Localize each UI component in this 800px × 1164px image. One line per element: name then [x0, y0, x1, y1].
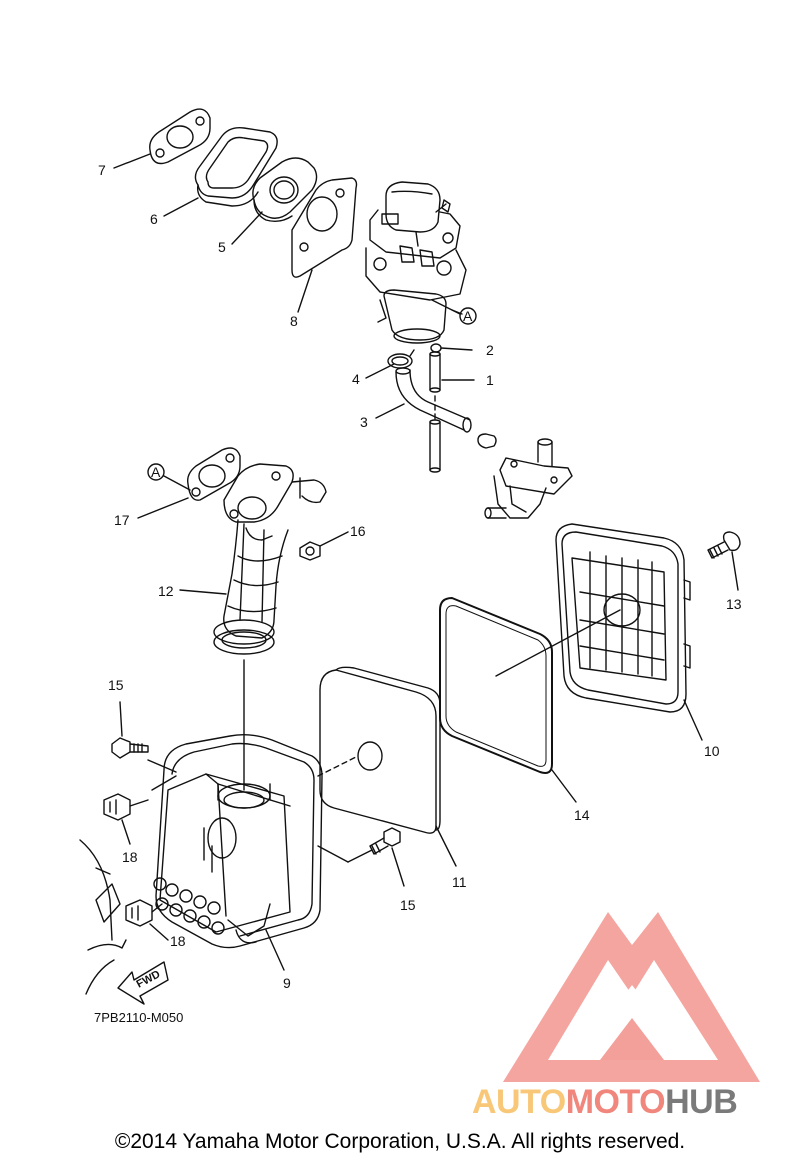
part-fuel-cock — [477, 433, 573, 519]
callout-3: 3 — [360, 414, 368, 430]
frame-fragment — [79, 839, 127, 995]
reference-mark-a-lower — [147, 463, 191, 491]
callout-18-lower: 18 — [170, 933, 186, 949]
fwd-arrow-icon — [117, 961, 169, 1005]
callout-labels: 1 2 3 4 5 6 7 8 9 10 11 12 13 14 15 15 1… — [98, 162, 742, 991]
callout-2: 2 — [486, 342, 494, 358]
callout-16: 16 — [350, 523, 366, 539]
reference-letter-a-upper: A — [463, 308, 473, 324]
part-5-gasket — [252, 157, 318, 223]
callout-6: 6 — [150, 211, 158, 227]
part-10-cover — [555, 523, 703, 741]
part-1-pipe — [429, 351, 475, 473]
reference-mark-a-upper — [431, 299, 477, 325]
part-7-gasket — [149, 108, 211, 165]
callout-10: 10 — [704, 743, 720, 759]
callout-15-upper: 15 — [108, 677, 124, 693]
callout-4: 4 — [352, 371, 360, 387]
part-13-bolt — [707, 531, 741, 591]
wordmark-auto: AUTO — [472, 1083, 566, 1121]
part-9-case — [147, 659, 323, 971]
callout-14: 14 — [574, 807, 590, 823]
reference-letter-a-lower: A — [151, 464, 161, 480]
part-12-air-joint — [213, 463, 327, 655]
watermark-triangle — [503, 912, 760, 1082]
part-carburetor-assembly — [365, 181, 467, 344]
part-17-gasket — [186, 447, 241, 501]
case-filter-cells — [153, 877, 225, 935]
copyright-notice: ©2014 Yamaha Motor Corporation, U.S.A. A… — [114, 1130, 686, 1153]
callout-15-lower: 15 — [400, 897, 416, 913]
part-8-gasket-plate — [291, 177, 358, 278]
drawing-code: 7PB2110-M050 — [94, 1010, 184, 1025]
callout-8: 8 — [290, 313, 298, 329]
part-15-bolt-upper — [111, 701, 149, 759]
leader-lines — [113, 153, 405, 595]
callout-18-upper: 18 — [122, 849, 138, 865]
watermark-logo: AUTOMOTOHUB — [472, 912, 760, 1121]
callout-11: 11 — [452, 874, 467, 890]
part-18-clip-nut-lower — [125, 899, 169, 941]
callout-12: 12 — [158, 583, 174, 599]
part-14-element — [439, 597, 621, 803]
part-3-hose — [395, 367, 472, 433]
part-6-insulator — [194, 126, 278, 207]
wordmark-hub: HUB — [665, 1083, 737, 1121]
callout-7: 7 — [98, 162, 106, 178]
callout-17: 17 — [114, 512, 130, 528]
callout-1: 1 — [486, 372, 494, 388]
wordmark-moto: MOTO — [566, 1083, 665, 1121]
part-11-sponge — [317, 666, 457, 867]
callout-5: 5 — [218, 239, 226, 255]
part-18-clip-nut-upper — [103, 793, 149, 845]
part-2-clip — [430, 343, 473, 353]
watermark-wordmark: AUTOMOTOHUB — [472, 1083, 737, 1121]
callout-9: 9 — [283, 975, 291, 991]
callout-13: 13 — [726, 596, 742, 612]
part-16-nut — [299, 531, 349, 561]
part-15-bolt-lower — [317, 827, 405, 887]
